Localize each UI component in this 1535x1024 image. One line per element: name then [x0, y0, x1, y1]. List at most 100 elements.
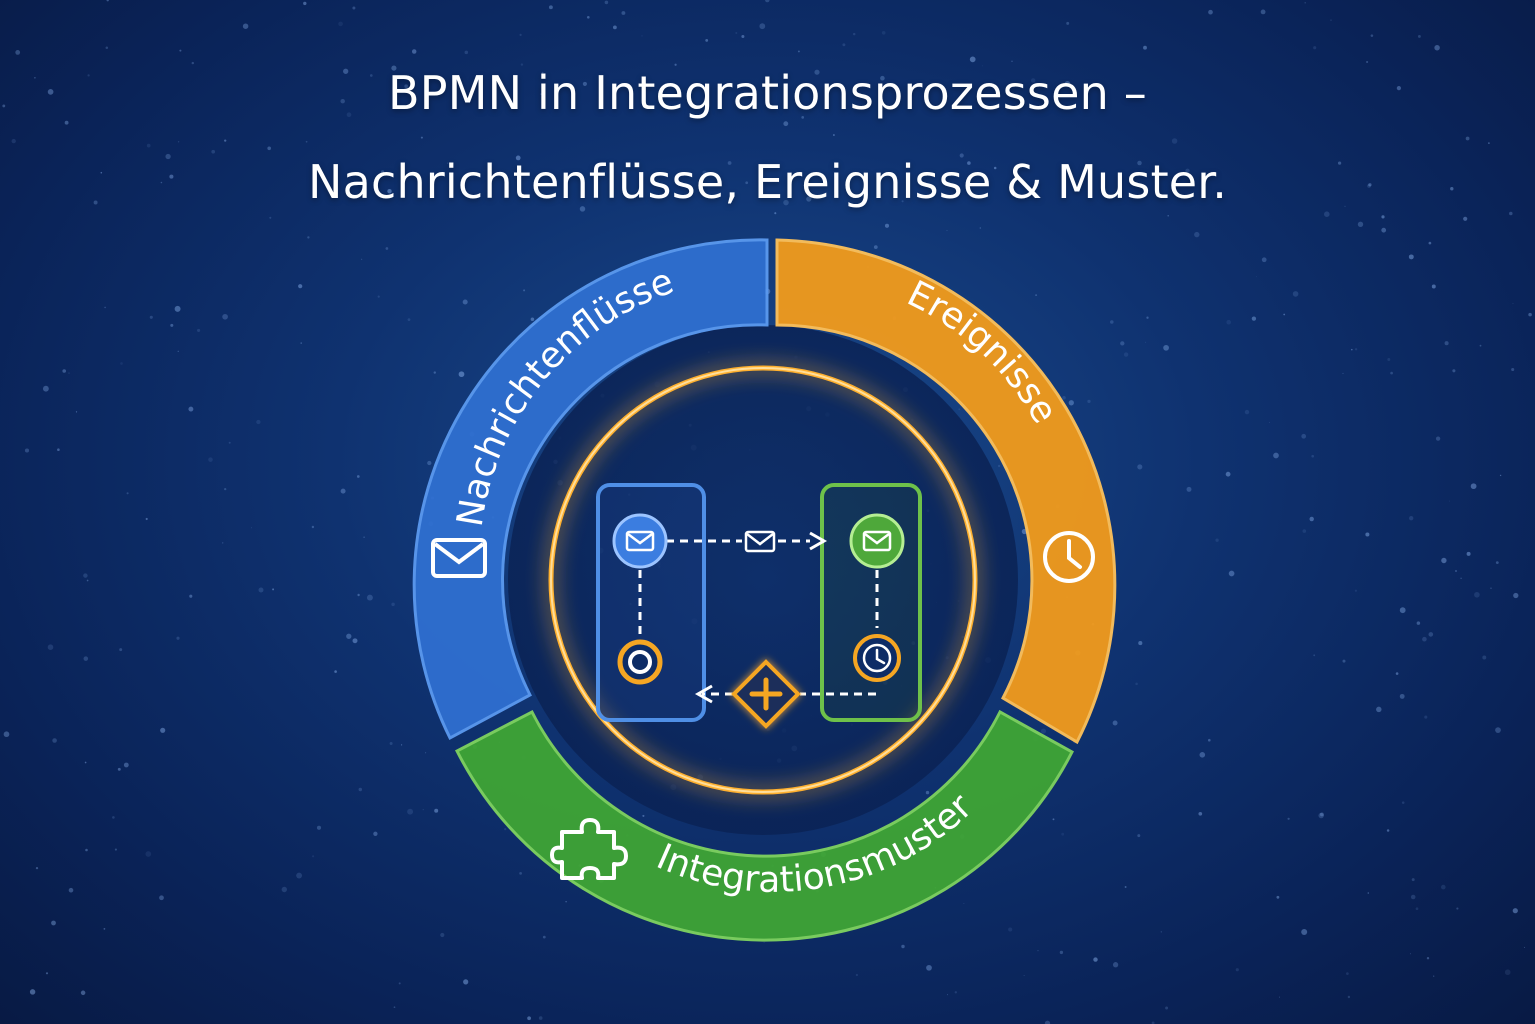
star-particle — [340, 98, 345, 104]
star-particle — [68, 372, 70, 374]
star-particle — [797, 50, 800, 53]
star-particle — [1434, 44, 1440, 51]
star-particle — [759, 23, 766, 30]
star-particle — [538, 1016, 543, 1020]
star-particle — [177, 141, 180, 143]
star-particle — [1456, 907, 1459, 910]
star-particle — [103, 928, 106, 930]
star-particle — [305, 140, 308, 143]
star-particle — [1387, 358, 1391, 361]
star-particle — [1061, 832, 1065, 836]
star-particle — [340, 488, 346, 494]
star-particle — [959, 153, 964, 158]
star-particle — [1311, 454, 1315, 458]
star-particle — [586, 15, 590, 19]
star-particle — [1163, 344, 1169, 351]
star-particle — [1035, 294, 1038, 297]
star-particle — [1228, 570, 1235, 577]
star-particle — [621, 11, 626, 15]
star-particle — [1465, 136, 1470, 141]
star-particle — [83, 573, 88, 578]
star-particle — [177, 350, 179, 352]
ring-segment-ereignisse — [775, 238, 1117, 745]
star-particle — [170, 323, 174, 327]
star-particle — [783, 199, 789, 206]
star-particle — [258, 587, 264, 593]
star-particle — [582, 81, 587, 86]
star-particle — [404, 84, 409, 89]
star-particle — [2, 104, 6, 108]
star-particle — [208, 457, 213, 462]
star-particle — [398, 982, 401, 985]
star-particle — [806, 196, 812, 202]
message-start-event-icon — [612, 513, 668, 569]
star-particle — [997, 464, 1001, 468]
star-particle — [387, 189, 392, 194]
star-particle — [52, 738, 57, 743]
star-particle — [93, 200, 98, 205]
star-particle — [1165, 1006, 1169, 1010]
star-particle — [727, 161, 732, 165]
star-particle — [642, 814, 645, 817]
star-particle — [1273, 452, 1279, 459]
star-particle — [1337, 161, 1342, 165]
star-particle — [222, 313, 228, 320]
star-particle — [1490, 587, 1492, 589]
star-particle — [84, 761, 87, 764]
star-particle — [361, 258, 363, 260]
parallel-gateway-icon — [731, 659, 801, 729]
arrowhead-right-icon — [809, 531, 828, 551]
star-particle — [377, 295, 380, 298]
star-particle — [1504, 969, 1511, 976]
star-particle — [352, 6, 356, 10]
star-particle — [373, 831, 378, 836]
star-particle — [1455, 570, 1457, 572]
star-particle — [774, 212, 777, 215]
star-particle — [281, 886, 288, 893]
star-particle — [407, 318, 411, 321]
star-particle — [1225, 471, 1231, 477]
star-particle — [1301, 433, 1307, 439]
star-particle — [1460, 577, 1462, 580]
star-particle — [440, 932, 445, 938]
star-particle — [1344, 205, 1346, 208]
star-particle — [68, 887, 74, 893]
star-particle — [357, 593, 360, 597]
star-particle — [104, 306, 106, 309]
star-particle — [1260, 9, 1266, 15]
star-particle — [519, 33, 522, 36]
star-particle — [211, 149, 216, 154]
star-particle — [307, 236, 310, 239]
title-line-1: BPMN in Integrationsprozessen – — [388, 66, 1147, 120]
star-particle — [542, 935, 546, 939]
star-particle — [106, 0, 109, 2]
star-particle — [1124, 886, 1127, 888]
star-particle — [958, 408, 961, 411]
star-particle — [523, 289, 526, 292]
star-particle — [356, 475, 360, 478]
star-particle — [64, 120, 69, 125]
star-particle — [1411, 878, 1415, 882]
star-particle — [1409, 953, 1411, 955]
star-particle — [1408, 254, 1414, 260]
star-particle — [1120, 341, 1125, 346]
star-particle — [1524, 946, 1525, 948]
star-particle — [855, 973, 859, 977]
star-particle — [1330, 19, 1332, 21]
star-particle — [1499, 474, 1502, 477]
star-particle — [1354, 589, 1357, 592]
star-particle — [1279, 996, 1280, 998]
star-particle — [1208, 9, 1213, 15]
star-particle — [1381, 227, 1387, 233]
star-particle — [1354, 348, 1358, 351]
star-particle — [1023, 974, 1025, 976]
star-particle — [298, 284, 303, 289]
star-particle — [925, 790, 930, 795]
star-particle — [117, 767, 121, 771]
star-particle — [1409, 516, 1414, 521]
star-particle — [1463, 216, 1468, 221]
star-particle — [191, 61, 194, 65]
star-particle — [80, 990, 86, 996]
star-particle — [188, 406, 194, 412]
star-particle — [1367, 184, 1371, 188]
